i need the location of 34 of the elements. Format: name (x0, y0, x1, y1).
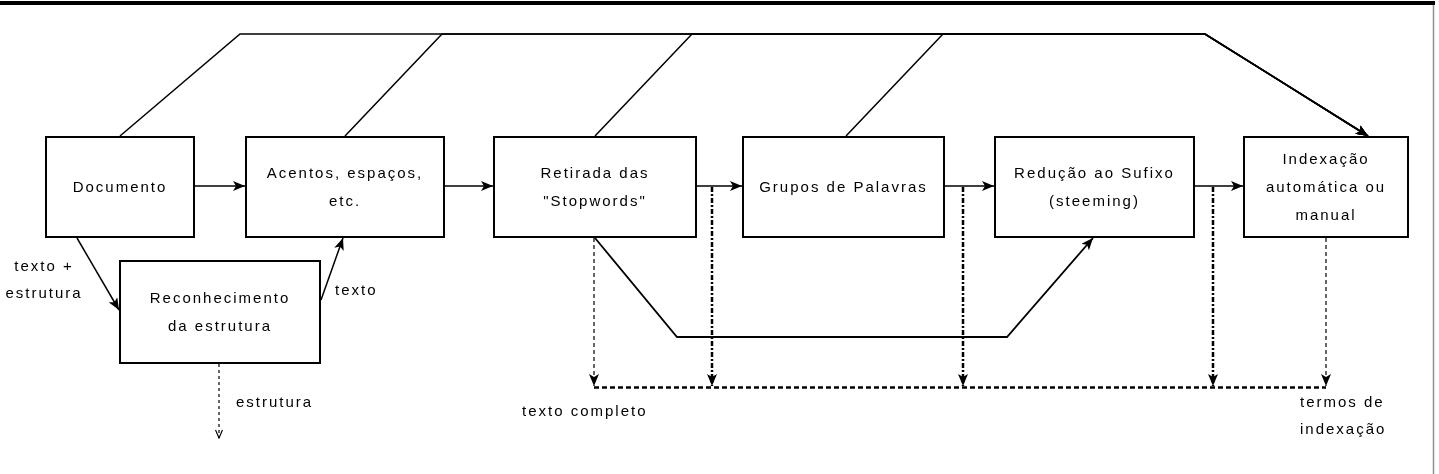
step-label: Reconhecimento da estrutura (148, 288, 292, 336)
step-label: Retirada das "Stopwords" (539, 163, 651, 211)
arrow (444, 181, 494, 191)
arrow (76, 237, 120, 311)
process-box (45, 136, 195, 238)
dashed-arrow (707, 187, 717, 386)
step-label: Acentos, espaços, etc. (265, 163, 425, 211)
dashed-arrow (1208, 187, 1218, 386)
dashed-arrow (1321, 237, 1331, 387)
dashed-arrow (589, 237, 599, 387)
process-box (493, 136, 697, 238)
arrow (594, 237, 1094, 338)
process-box (742, 136, 945, 238)
process-box (1243, 136, 1409, 238)
step-label: Documento (72, 177, 168, 197)
dashed-arrow (958, 187, 968, 386)
arrow (194, 181, 246, 191)
process-box (119, 260, 321, 364)
process-box (245, 136, 445, 238)
edge-label: estrutura (236, 392, 315, 412)
edge-label: texto + estrutura (4, 256, 84, 303)
arrow (696, 181, 743, 191)
process-box (994, 136, 1195, 238)
arrow (845, 33, 1369, 137)
step-label: Redução ao Sufixo (steeming) (1013, 163, 1176, 211)
step-label: Grupos de Palavras (759, 177, 928, 197)
edge-label: texto (335, 280, 379, 300)
dotted-line (594, 386, 1326, 389)
dashed-arrow (214, 363, 224, 439)
arrow (944, 181, 995, 191)
arrow (1194, 181, 1244, 191)
end-label: texto completo (522, 401, 649, 421)
end-label: termos de indexação (1300, 392, 1388, 439)
step-label: Indexação automática ou manual (1264, 149, 1388, 225)
